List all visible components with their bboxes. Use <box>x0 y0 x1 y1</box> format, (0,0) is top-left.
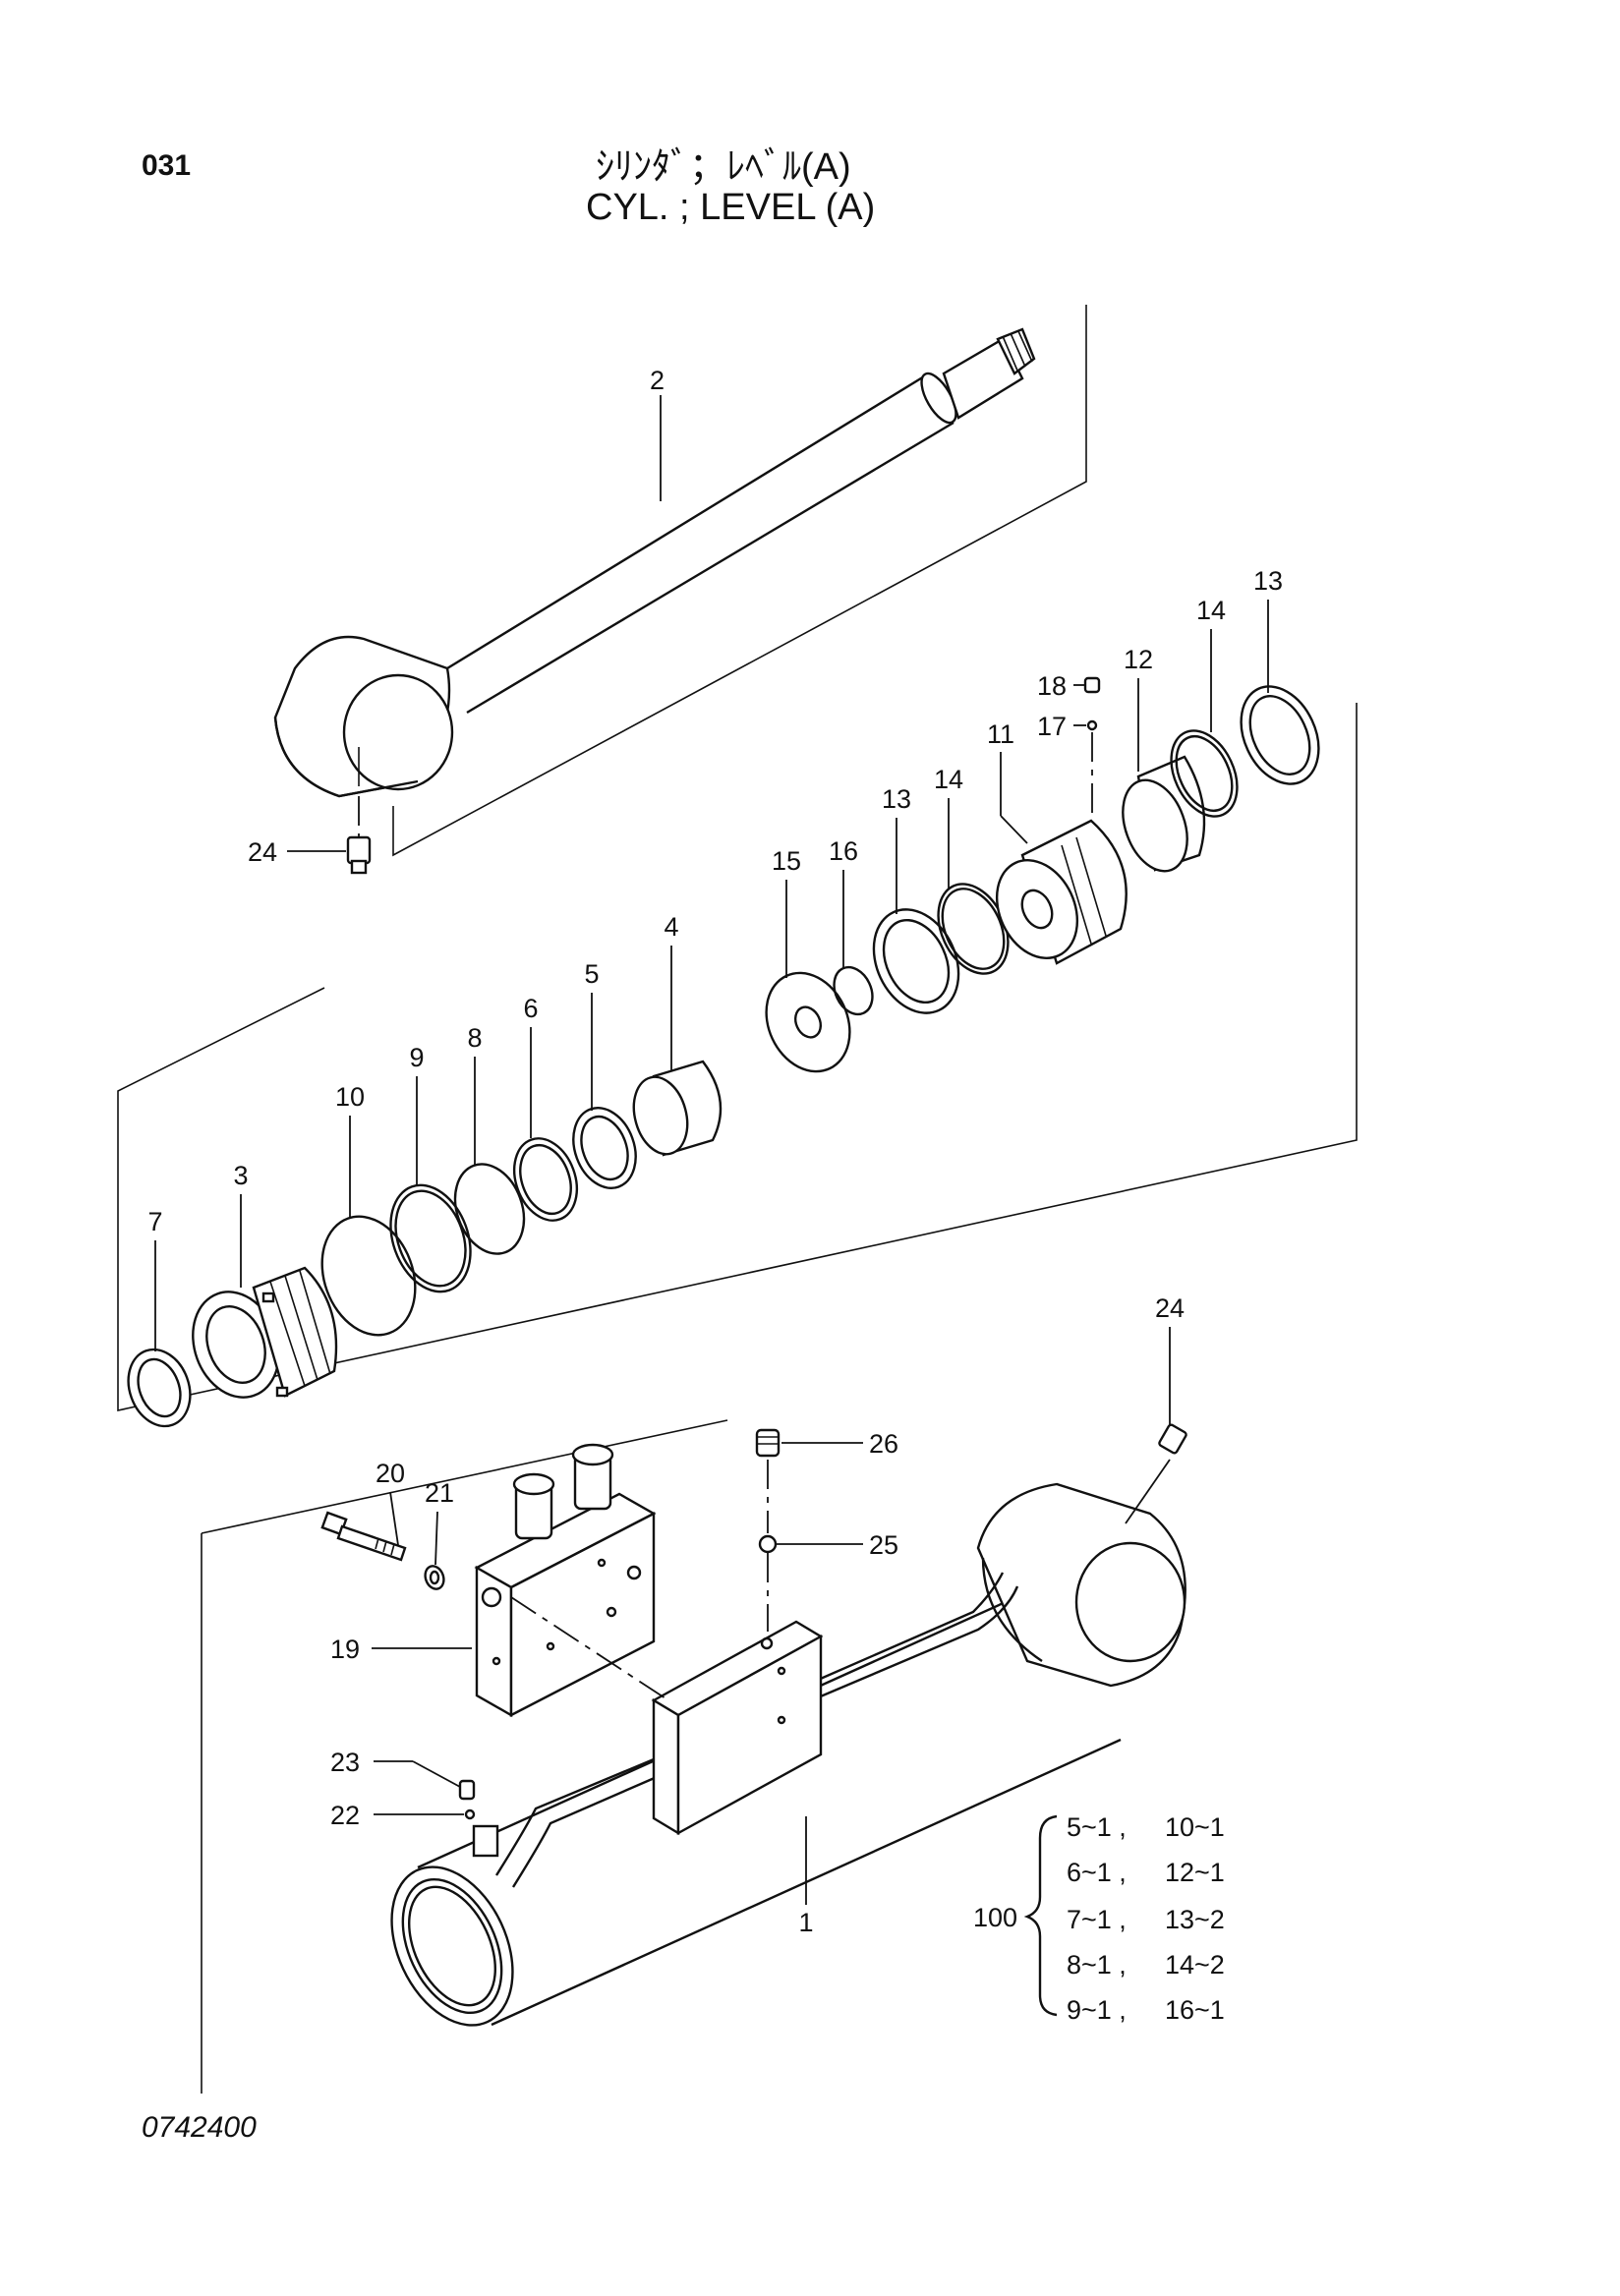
callout-13-inner: 13 <box>882 784 911 814</box>
kit-row-right: 16~1 <box>1165 1995 1225 2025</box>
callout-6: 6 <box>523 994 538 1023</box>
callout-8: 8 <box>467 1023 482 1053</box>
head-seal-rings <box>320 1107 637 1337</box>
callout-4: 4 <box>664 912 678 942</box>
dust-wiper <box>127 1348 192 1428</box>
kit-row-left: 7~1 , <box>1067 1905 1127 1934</box>
bolt-and-washer <box>320 1511 445 1590</box>
callout-15: 15 <box>772 846 801 876</box>
bushing <box>632 1060 723 1157</box>
kit-row-right: 13~2 <box>1165 1905 1225 1934</box>
drawing-code: 0742400 <box>142 2111 257 2144</box>
callout-24-rod: 24 <box>248 837 277 867</box>
callout-21: 21 <box>425 1478 454 1508</box>
callout-labels: 2 24 13 14 12 18 17 11 14 13 16 15 4 5 6… <box>147 366 1283 1937</box>
piston-group <box>765 676 1320 1073</box>
callout-14-outer: 14 <box>1196 596 1226 625</box>
callout-1: 1 <box>798 1908 813 1937</box>
callout-26: 26 <box>869 1429 898 1459</box>
callout-20: 20 <box>376 1459 405 1488</box>
kit-row-1: 5~1 , 10~1 <box>1067 1812 1225 1842</box>
page-number: 031 <box>142 149 192 182</box>
manifold-block <box>651 1620 824 1836</box>
callout-3: 3 <box>233 1161 248 1190</box>
piston-rod <box>273 327 1036 798</box>
callout-24-tube: 24 <box>1155 1293 1185 1323</box>
kit-row-4: 8~1 , 14~2 <box>1067 1950 1225 1980</box>
callout-17: 17 <box>1037 712 1067 741</box>
seal-kit-table: 100 5~1 , 10~1 6~1 , 12~1 7~1 , 13~2 8~1… <box>973 1812 1225 2025</box>
callout-2: 2 <box>650 366 665 395</box>
kit-row-right: 14~2 <box>1165 1950 1225 1980</box>
callout-11: 11 <box>987 719 1014 749</box>
callout-22: 22 <box>330 1801 360 1830</box>
cylinder-head <box>192 1266 338 1399</box>
callout-14-inner: 14 <box>934 765 963 794</box>
kit-row-left: 5~1 , <box>1067 1812 1127 1842</box>
kit-row-3: 7~1 , 13~2 <box>1067 1905 1225 1934</box>
callout-10: 10 <box>335 1082 365 1112</box>
kit-row-right: 10~1 <box>1165 1812 1225 1842</box>
plug-and-oring <box>755 1428 781 1632</box>
callout-5: 5 <box>584 959 599 989</box>
callout-16: 16 <box>829 836 858 866</box>
kit-row-left: 8~1 , <box>1067 1950 1127 1980</box>
grease-fitting-tube <box>1158 1423 1187 1455</box>
kit-row-5: 9~1 , 16~1 <box>1067 1995 1225 2025</box>
leader-lines <box>154 395 1269 1905</box>
kit-row-2: 6~1 , 12~1 <box>1067 1858 1225 1887</box>
valve-block <box>474 1443 669 1718</box>
grease-fitting-rod <box>346 796 372 875</box>
title-english: CYL. ; LEVEL (A) <box>586 187 876 228</box>
callout-12: 12 <box>1124 645 1153 674</box>
kit-row-left: 9~1 , <box>1067 1995 1127 2025</box>
check-plug-and-ball <box>458 1779 476 1820</box>
callout-23: 23 <box>330 1748 360 1777</box>
kit-row-left: 6~1 , <box>1067 1858 1127 1887</box>
callout-18: 18 <box>1037 671 1067 701</box>
group-frame-lines <box>117 305 1358 2094</box>
callout-19: 19 <box>330 1635 360 1664</box>
callout-9: 9 <box>409 1043 424 1072</box>
kit-row-right: 12~1 <box>1165 1858 1225 1887</box>
callout-25: 25 <box>869 1530 898 1560</box>
kit-number: 100 <box>973 1903 1017 1932</box>
title-japanese: ｼﾘﾝﾀﾞ；ﾚﾍﾞﾙ(A) <box>596 146 851 188</box>
callout-7: 7 <box>147 1207 162 1236</box>
cylinder-tube <box>390 1482 1186 2027</box>
callout-13-outer: 13 <box>1253 566 1283 596</box>
